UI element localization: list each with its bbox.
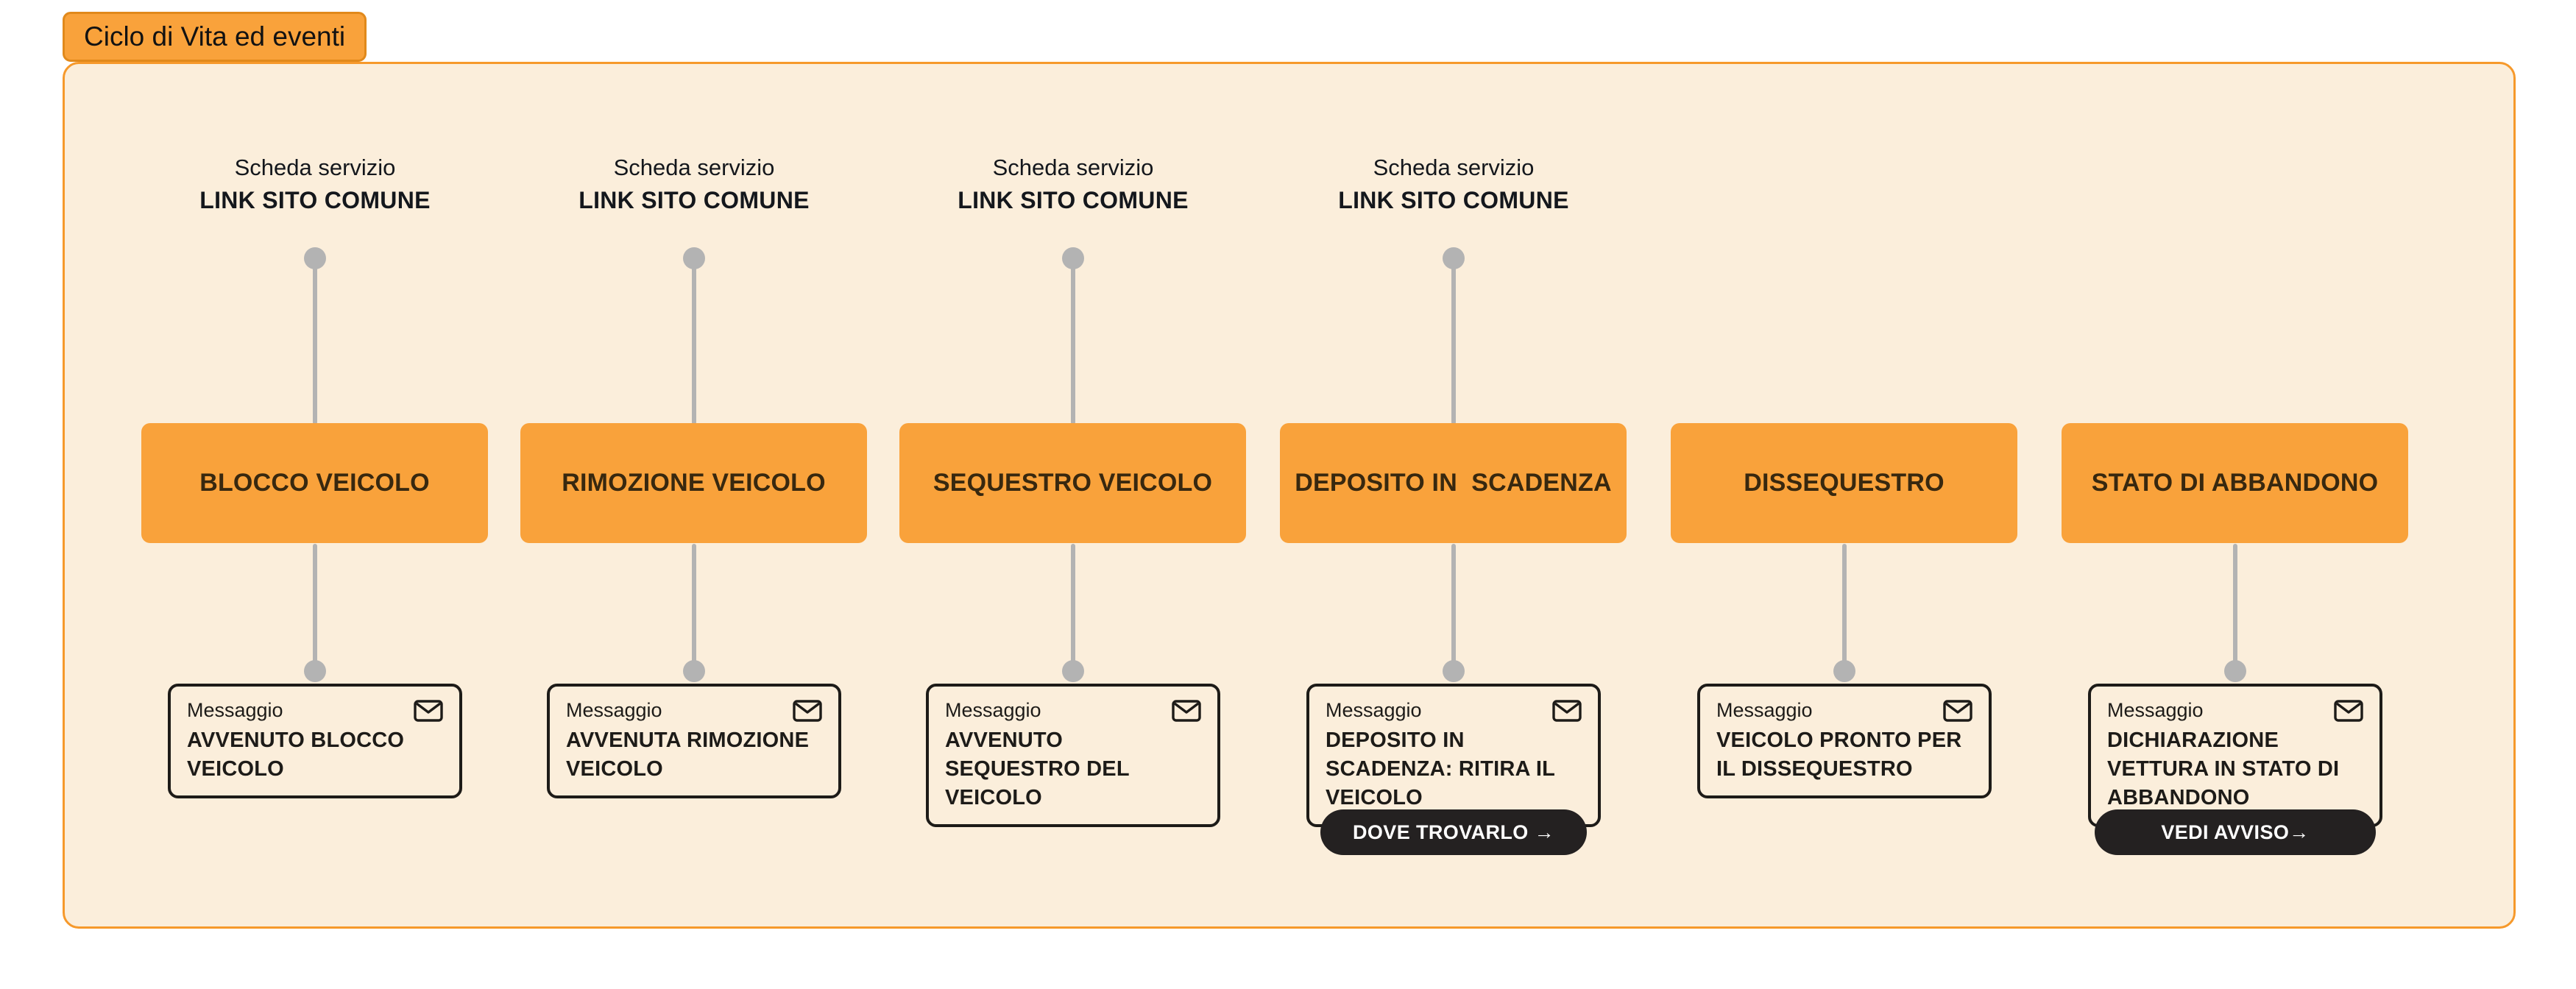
connector-line — [313, 544, 317, 671]
envelope-icon — [414, 700, 443, 722]
service-card-text: Scheda servizio — [613, 155, 775, 180]
service-card-text: Scheda servizio — [234, 155, 396, 180]
stage-column-deposito-in-scadenza: Scheda servizio LINK SITO COMUNE DEPOSIT… — [1277, 64, 1630, 926]
connector-line — [692, 544, 696, 671]
message-text: DEPOSITO IN SCADENZA: RITIRA IL VEICOLO — [1326, 729, 1555, 809]
message-label: Messaggio — [187, 699, 283, 721]
envelope-icon — [2334, 700, 2363, 722]
connector-dot — [2224, 660, 2246, 682]
message-card: Messaggio DEPOSITO IN SCADENZA: RITIRA I… — [1306, 684, 1601, 827]
message-text: DICHIARAZIONE VETTURA IN STATO DI ABBAND… — [2107, 729, 2340, 809]
message-card: Messaggio VEICOLO PRONTO PER IL DISSEQUE… — [1697, 684, 1992, 798]
stage-column-rimozione-veicolo: Scheda servizio LINK SITO COMUNE RIMOZIO… — [517, 64, 871, 926]
message-card: Messaggio AVVENUTO SEQUESTRO DEL VEICOLO — [926, 684, 1220, 827]
service-link-label[interactable]: LINK SITO COMUNE — [199, 187, 431, 213]
service-link-label[interactable]: LINK SITO COMUNE — [1338, 187, 1569, 213]
dove-trovarlo-button[interactable]: DOVE TROVARLO → — [1320, 809, 1588, 855]
connector-dot — [1443, 660, 1465, 682]
envelope-icon — [1552, 700, 1582, 722]
message-card: Messaggio DICHIARAZIONE VETTURA IN STATO… — [2088, 684, 2382, 827]
message-text: VEICOLO PRONTO PER IL DISSEQUESTRO — [1716, 729, 1962, 781]
stage-box: STATO DI ABBANDONO — [2062, 423, 2408, 543]
connector-dot — [1833, 660, 1855, 682]
connector-line — [692, 258, 696, 425]
connector-dot — [304, 660, 326, 682]
message-text: AVVENUTO SEQUESTRO DEL VEICOLO — [945, 729, 1130, 809]
connector-line — [1071, 258, 1075, 425]
stage-column-sequestro-veicolo: Scheda servizio LINK SITO COMUNE SEQUEST… — [896, 64, 1250, 926]
message-label: Messaggio — [945, 699, 1041, 721]
message-label: Messaggio — [566, 699, 662, 721]
envelope-icon — [1943, 700, 1972, 722]
stage-column-blocco-veicolo: Scheda servizio LINK SITO COMUNE BLOCCO … — [138, 64, 492, 926]
message-text: AVVENUTA RIMOZIONE VEICOLO — [566, 729, 810, 781]
message-card: Messaggio AVVENUTO BLOCCO VEICOLO — [168, 684, 462, 798]
message-label: Messaggio — [1716, 699, 1813, 721]
message-card: Messaggio AVVENUTA RIMOZIONE VEICOLO — [547, 684, 841, 798]
envelope-icon — [1172, 700, 1201, 722]
stage-box: RIMOZIONE VEICOLO — [520, 423, 867, 543]
connector-line — [1451, 258, 1456, 425]
stage-column-stato-di-abbandono: STATO DI ABBANDONO Messaggio DICHIARAZIO… — [2059, 64, 2412, 926]
message-label: Messaggio — [2107, 699, 2204, 721]
service-card-label: Scheda servizio LINK SITO COMUNE — [517, 151, 871, 217]
connector-line — [2233, 544, 2237, 671]
connector-dot — [683, 660, 705, 682]
service-link-label[interactable]: LINK SITO COMUNE — [578, 187, 810, 213]
service-card-label: Scheda servizio LINK SITO COMUNE — [138, 151, 492, 217]
diagram-title-tag: Ciclo di Vita ed eventi — [63, 12, 367, 62]
message-label: Messaggio — [1326, 699, 1422, 721]
service-link-label[interactable]: LINK SITO COMUNE — [958, 187, 1189, 213]
lifecycle-panel: Scheda servizio LINK SITO COMUNE BLOCCO … — [63, 62, 2516, 929]
service-card-label: Scheda servizio LINK SITO COMUNE — [1277, 151, 1630, 217]
connector-line — [313, 258, 317, 425]
message-text: AVVENUTO BLOCCO VEICOLO — [187, 729, 405, 781]
envelope-icon — [793, 700, 822, 722]
stage-box: DEPOSITO IN SCADENZA — [1280, 423, 1627, 543]
connector-dot — [1062, 660, 1084, 682]
stage-box: SEQUESTRO VEICOLO — [899, 423, 1246, 543]
stage-column-dissequestro: DISSEQUESTRO Messaggio VEICOLO PRONTO PE… — [1668, 64, 2021, 926]
service-card-text: Scheda servizio — [992, 155, 1154, 180]
stage-box: DISSEQUESTRO — [1671, 423, 2017, 543]
service-card-text: Scheda servizio — [1373, 155, 1535, 180]
stage-box: BLOCCO VEICOLO — [141, 423, 488, 543]
connector-line — [1842, 544, 1847, 671]
vedi-avviso-button[interactable]: VEDI AVVISO→ — [2095, 809, 2376, 855]
service-card-label: Scheda servizio LINK SITO COMUNE — [896, 151, 1250, 217]
connector-line — [1071, 544, 1075, 671]
connector-line — [1451, 544, 1456, 671]
